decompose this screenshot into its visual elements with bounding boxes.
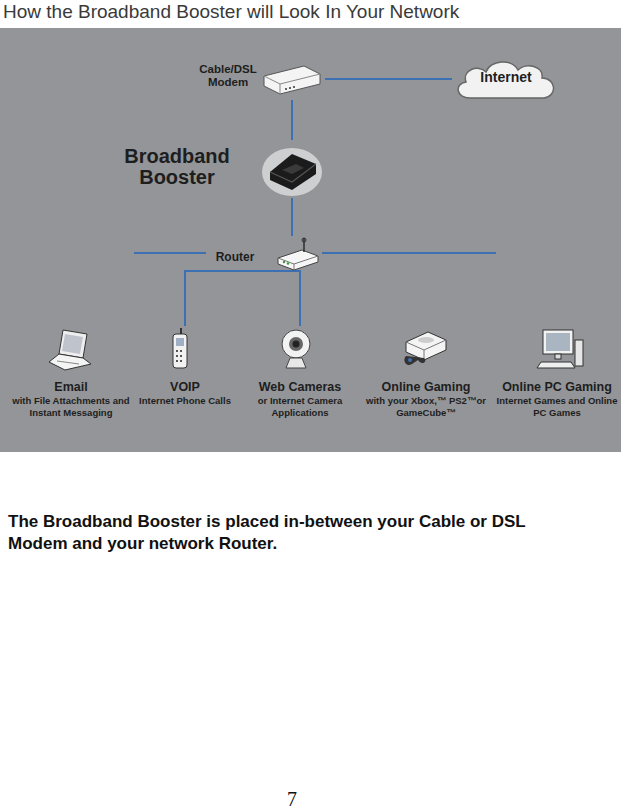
device-title: Online Gaming [364,380,488,395]
network-cable [325,78,452,80]
webcam-icon [274,326,326,372]
laptop-icon [45,326,97,372]
device-node: Online PC GamingInternet Games and Onlin… [496,326,618,418]
device-description: or Internet Camera Applications [238,395,362,418]
phone-icon [159,326,211,372]
device-description: Internet Games and Online PC Games [496,395,618,418]
device-node: Emailwith File Attachments and Instant M… [8,326,134,418]
pc-icon [531,326,583,372]
node-label: Internet [452,54,560,100]
device-description: Internet Phone Calls [126,395,244,407]
page-title: How the Broadband Booster will Look In Y… [3,1,459,23]
console-icon [400,326,452,372]
network-cable [322,252,496,254]
device-node: VOIPInternet Phone Calls [126,326,244,407]
network-node: Cable/DSL Modem [190,58,325,100]
page-number: 7 [287,788,297,810]
node-label: Cable/DSL Modem [190,63,266,89]
device-title: VOIP [126,380,244,395]
caption: The Broadband Booster is placed in-betwe… [8,511,568,555]
network-node: Router [206,236,322,270]
network-cable [291,198,293,236]
device-title: Email [8,380,134,395]
device-node: Online Gamingwith your Xbox,™ PS2™or Gam… [364,326,488,418]
booster-icon [262,142,322,198]
network-cable [292,270,300,326]
network-cable [134,252,206,254]
device-title: Online PC Gaming [496,380,618,395]
device-node: Web Camerasor Internet Camera Applicatio… [238,326,362,418]
router-icon [274,236,322,272]
node-label: Broadband Booster [102,146,252,188]
network-cable [185,270,292,326]
cloud-node: Internet [452,54,560,104]
device-title: Web Cameras [238,380,362,395]
device-description: with File Attachments and Instant Messag… [8,395,134,418]
modem-icon [260,62,324,98]
network-cable [291,100,293,140]
network-node: Broadband Booster [102,140,324,198]
node-label: Router [206,250,264,264]
device-description: with your Xbox,™ PS2™or GameCube™ [364,395,488,418]
